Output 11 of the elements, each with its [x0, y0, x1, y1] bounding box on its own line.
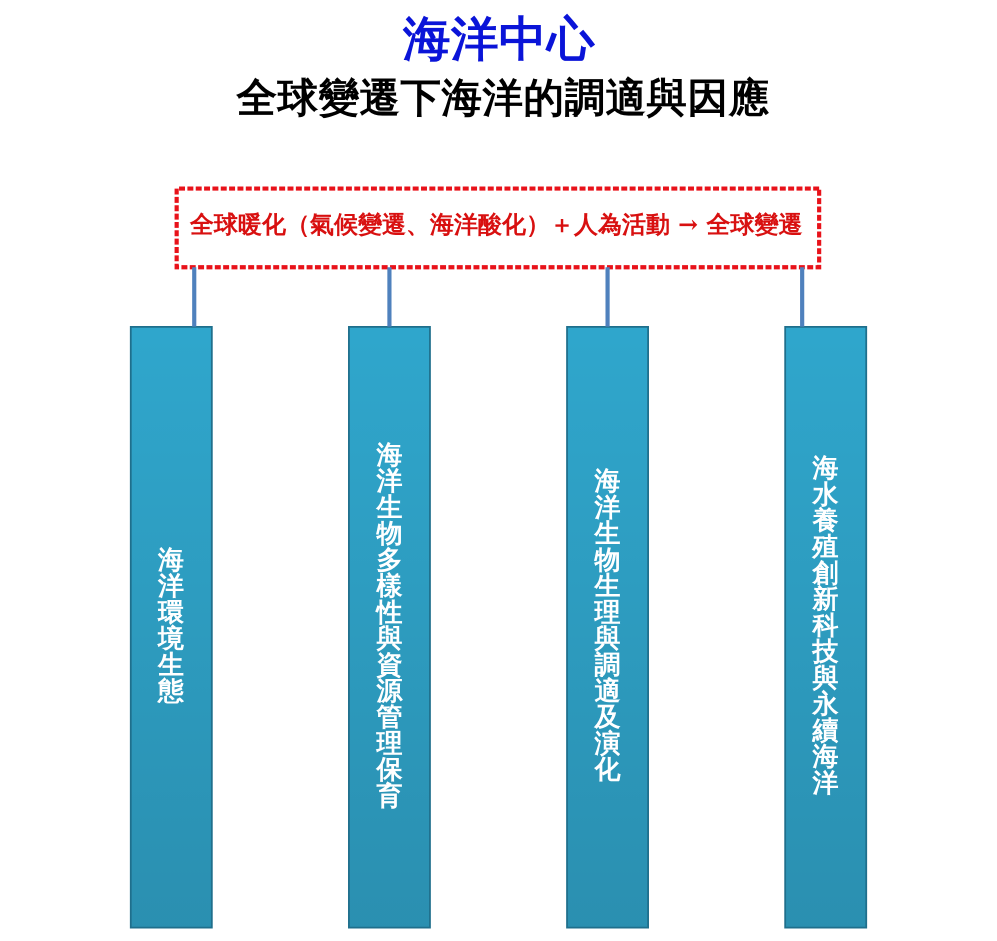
connector: [605, 267, 610, 327]
node-box: 海洋環境生態: [130, 326, 213, 929]
node-box: 全球暖化（氣候變遷、海洋酸化）＋人為活動 → 全球變遷: [174, 186, 822, 270]
node-box: 海水養殖創新科技與永續海洋: [784, 326, 868, 929]
connector: [192, 267, 196, 327]
connector: [800, 267, 804, 327]
label: 全球變遷下海洋的調適與因應: [236, 73, 770, 122]
diagram-title: 海洋中心: [403, 11, 596, 68]
node-box: 海洋生物多樣性與資源管理保育: [348, 326, 431, 929]
node-box: 海洋生物生理與調適及演化: [566, 326, 649, 929]
connector: [387, 267, 392, 327]
